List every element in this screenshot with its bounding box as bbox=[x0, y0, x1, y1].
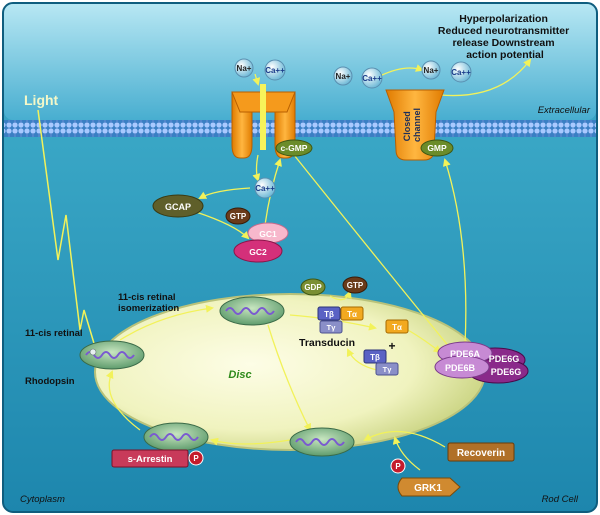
rhodopsin-isomerized bbox=[219, 296, 285, 326]
rod-cell-label: Rod Cell bbox=[542, 494, 579, 505]
pde6b-label: PDE6B bbox=[445, 363, 476, 373]
phosphate-label: P bbox=[193, 454, 199, 463]
ions-closed-channel: Na+ Ca++ Na+ Ca++ bbox=[333, 60, 472, 89]
phosphate-label: P bbox=[395, 462, 401, 471]
pde6a-label: PDE6A bbox=[450, 349, 481, 359]
arrow-ions-blocked bbox=[379, 64, 424, 77]
ca-ion-label: Ca++ bbox=[362, 74, 382, 83]
disc-label: Disc bbox=[228, 369, 251, 381]
pde6-complex: PDE6A PDE6B PDE6G PDE6G bbox=[434, 341, 529, 384]
gdp-label: GDP bbox=[304, 283, 322, 292]
phosphate-grk1 bbox=[390, 458, 406, 474]
gtp-label: GTP bbox=[347, 281, 364, 290]
ca-ion-label: Ca++ bbox=[451, 68, 471, 77]
pde6g-label: PDE6G bbox=[491, 367, 522, 377]
arrow-rhodopsin-to-isomerization bbox=[119, 304, 214, 341]
closed-channel-label: Closed channel bbox=[402, 108, 422, 142]
retinal-label: 11-cis retinal bbox=[25, 328, 83, 339]
gtp-molecule-gc bbox=[225, 207, 251, 225]
na-ion-label: Na+ bbox=[237, 64, 252, 73]
arrow-talpha-to-pde bbox=[407, 329, 442, 354]
arrow-pde-to-cgmp bbox=[288, 148, 451, 349]
arrow-isomerization-to-inactive bbox=[267, 324, 311, 432]
cgmp-label: c-GMP bbox=[281, 143, 308, 153]
ca-ion-intracellular-label: Ca++ bbox=[255, 184, 275, 193]
gc2-protein bbox=[233, 239, 283, 263]
isomerization-label: 11-cis retinal isomerization bbox=[118, 292, 179, 314]
t-beta-gamma-dimer: Tβ Tγ bbox=[363, 349, 399, 376]
arrow-gdp-gtp bbox=[329, 290, 352, 301]
gdp-molecule bbox=[300, 278, 326, 296]
gmp-label: GMP bbox=[427, 143, 447, 153]
cytoplasm-label: Cytoplasm bbox=[20, 494, 65, 505]
na-ion-label: Na+ bbox=[424, 66, 439, 75]
arrow-ca-to-gcap bbox=[198, 187, 251, 199]
arrow-grk1 bbox=[392, 436, 421, 471]
gtp-label: GTP bbox=[230, 212, 247, 221]
recoverin-label: Recoverin bbox=[457, 448, 505, 459]
outcome-text: Hyperpolarization Reduced neurotransmitt… bbox=[438, 13, 572, 61]
arrow-transducin-recycle bbox=[346, 348, 378, 371]
cgmp-molecule bbox=[275, 139, 313, 157]
gc1-label: GC1 bbox=[259, 229, 277, 239]
s-arrestin-label: s-Arrestin bbox=[128, 454, 173, 465]
light-ray bbox=[37, 109, 99, 352]
arrow-channel-to-ca bbox=[252, 154, 261, 182]
light-label: Light bbox=[24, 92, 59, 108]
arrow-na-in bbox=[252, 73, 261, 86]
t-beta-label: Tβ bbox=[324, 310, 334, 319]
t-alpha-active bbox=[385, 319, 409, 334]
rhodopsin-arrestin-bound bbox=[143, 422, 209, 452]
t-alpha-active-label: Tα bbox=[392, 323, 402, 332]
arrow-inactive-to-arrestin bbox=[210, 437, 291, 446]
gcap-protein bbox=[152, 194, 204, 218]
transducin-label: Transducin bbox=[299, 337, 355, 349]
arrow-recoverin bbox=[363, 430, 446, 448]
ca-ion-label: Ca++ bbox=[265, 66, 285, 75]
s-arrestin-box bbox=[111, 449, 189, 468]
grk1-shape bbox=[397, 477, 461, 497]
ions-open-channel: Na+ Ca++ bbox=[234, 58, 286, 81]
cell-membrane bbox=[4, 120, 596, 137]
pde6g-label: PDE6G bbox=[489, 354, 520, 364]
na-ion-label: Na+ bbox=[336, 72, 351, 81]
arrow-arrestin-to-rhodopsin bbox=[105, 370, 141, 431]
t-gamma-label: Tγ bbox=[327, 323, 337, 332]
grk1-label: GRK1 bbox=[414, 483, 442, 494]
t-alpha-label: Tα bbox=[347, 310, 357, 319]
t-gamma-label: Tγ bbox=[383, 365, 393, 374]
gtp-molecule-transducin bbox=[342, 276, 368, 294]
extracellular-region bbox=[4, 4, 596, 120]
arrow-pde-to-gmp bbox=[442, 158, 467, 346]
gmp-molecule bbox=[420, 139, 454, 157]
arrow-gcap-to-gc bbox=[195, 211, 250, 240]
rhodopsin-phosphorylated bbox=[289, 427, 355, 457]
plus-sign: + bbox=[388, 339, 395, 353]
gc2-label: GC2 bbox=[249, 247, 267, 257]
ca-ion-intracellular bbox=[254, 177, 276, 199]
pathway-arrows bbox=[105, 58, 532, 471]
transducin-complex: Tβ Tα Tγ bbox=[317, 306, 364, 334]
arrow-to-hyperpolarization bbox=[439, 58, 532, 97]
rhodopsin-label: Rhodopsin bbox=[25, 376, 75, 387]
phosphate-arrestin bbox=[188, 450, 204, 466]
recoverin-box bbox=[447, 442, 515, 462]
rhodopsin-rest bbox=[79, 340, 145, 370]
extracellular-label: Extracellular bbox=[538, 105, 591, 116]
gcap-label: GCAP bbox=[165, 202, 191, 212]
t-beta-label: Tβ bbox=[370, 353, 380, 362]
